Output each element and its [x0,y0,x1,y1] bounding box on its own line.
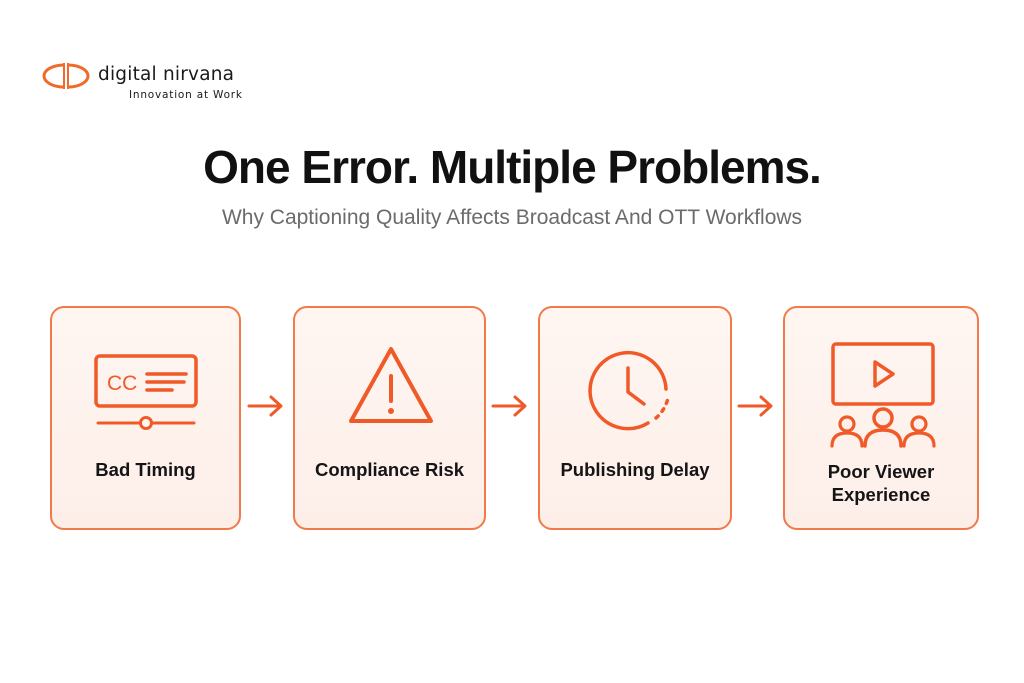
page-subtitle: Why Captioning Quality Affects Broadcast… [221,206,803,229]
closed-caption-timeline-icon: CC [94,354,198,430]
clock-icon [588,350,670,431]
brand-name: digital nirvana [98,64,235,85]
arrow-right-icon [247,395,283,417]
card-poor-viewer-experience: Poor Viewer Experience [783,306,979,530]
card-label: Publishing Delay [560,459,710,480]
audience-screen-icon [830,342,936,448]
warning-triangle-icon [349,347,433,423]
card-publishing-delay: Publishing Delay [538,306,732,530]
arrow-right-icon [491,395,527,417]
card-label: Bad Timing [95,459,196,480]
brand-logo[interactable]: digital nirvana Innovation at Work [40,58,270,104]
card-bad-timing: CC Bad Timing [50,306,241,530]
card-compliance-risk: Compliance Risk [293,306,486,530]
svg-text:CC: CC [107,372,137,395]
arrow-right-icon [737,395,773,417]
digital-nirvana-logo-icon [42,63,90,89]
page-title: One Error. Multiple Problems. [203,141,822,193]
card-label: Compliance Risk [314,459,465,480]
brand-tagline: Innovation at Work [129,89,243,101]
card-label: Poor Viewer Experience [827,461,935,505]
